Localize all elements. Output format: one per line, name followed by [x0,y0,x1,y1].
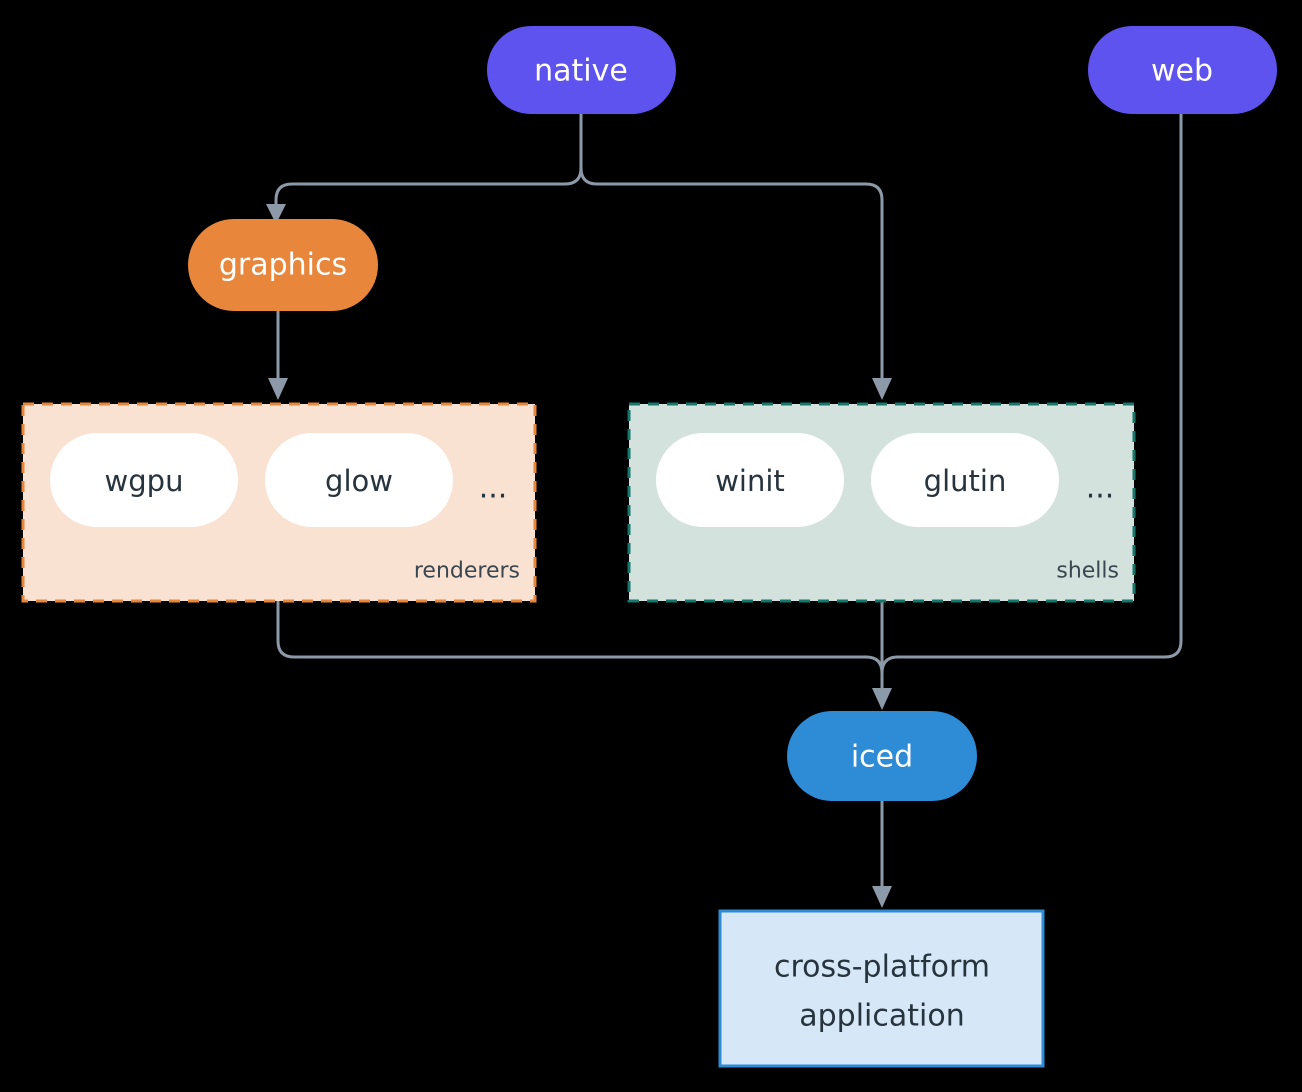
edge-web-iced [880,113,1183,690]
pill-winit-label: winit [715,464,785,498]
pill-winit[interactable]: winit [656,433,844,527]
node-web-shape [1088,26,1277,114]
node-web-label: web [1151,54,1213,89]
node-native-shape [487,26,676,114]
edge-layer [266,113,1183,908]
node-iced-shape [787,711,977,801]
group-renderers-label: renderers [414,559,520,584]
output-box-line1: cross-platform [774,950,990,985]
node-iced-label: iced [851,740,913,775]
pill-glow[interactable]: glow [265,433,453,527]
output-box-shape [718,909,1045,1068]
arrowhead-merge-iced [872,688,892,710]
shells-ellipsis: ... [1086,471,1115,506]
node-native-label: native [534,54,628,89]
arrowhead-native-graphics [266,204,286,224]
node-cross-platform-application[interactable]: cross-platform application [718,909,1045,1068]
pill-glutin-shape [871,433,1059,527]
node-web[interactable]: web [1088,26,1277,114]
node-graphics-label: graphics [219,248,347,283]
pill-wgpu-shape [50,433,238,527]
pill-glow-shape [265,433,453,527]
group-shells-label: shells [1056,559,1119,584]
edge-renderers-iced [276,601,884,690]
group-shells[interactable]: winit glutin ... shells [627,402,1136,603]
pill-wgpu-label: wgpu [105,464,184,498]
arrowhead-native-shells [872,378,892,400]
pill-glow-label: glow [325,464,393,498]
node-native[interactable]: native [487,26,676,114]
node-graphics-shape [188,219,378,311]
output-box-line2: application [799,999,964,1034]
pill-glutin[interactable]: glutin [871,433,1059,527]
node-graphics[interactable]: graphics [188,219,378,311]
pill-glutin-label: glutin [924,464,1007,498]
pill-winit-shape [656,433,844,527]
group-renderers[interactable]: wgpu glow ... renderers [21,402,537,603]
node-iced[interactable]: iced [787,711,977,801]
edge-native-split [274,113,583,208]
renderers-ellipsis: ... [479,471,508,506]
pill-wgpu[interactable]: wgpu [50,433,238,527]
arrowhead-iced-application [872,886,892,908]
arrowhead-graphics-renderers [268,378,288,400]
edge-native-shells [579,113,884,382]
